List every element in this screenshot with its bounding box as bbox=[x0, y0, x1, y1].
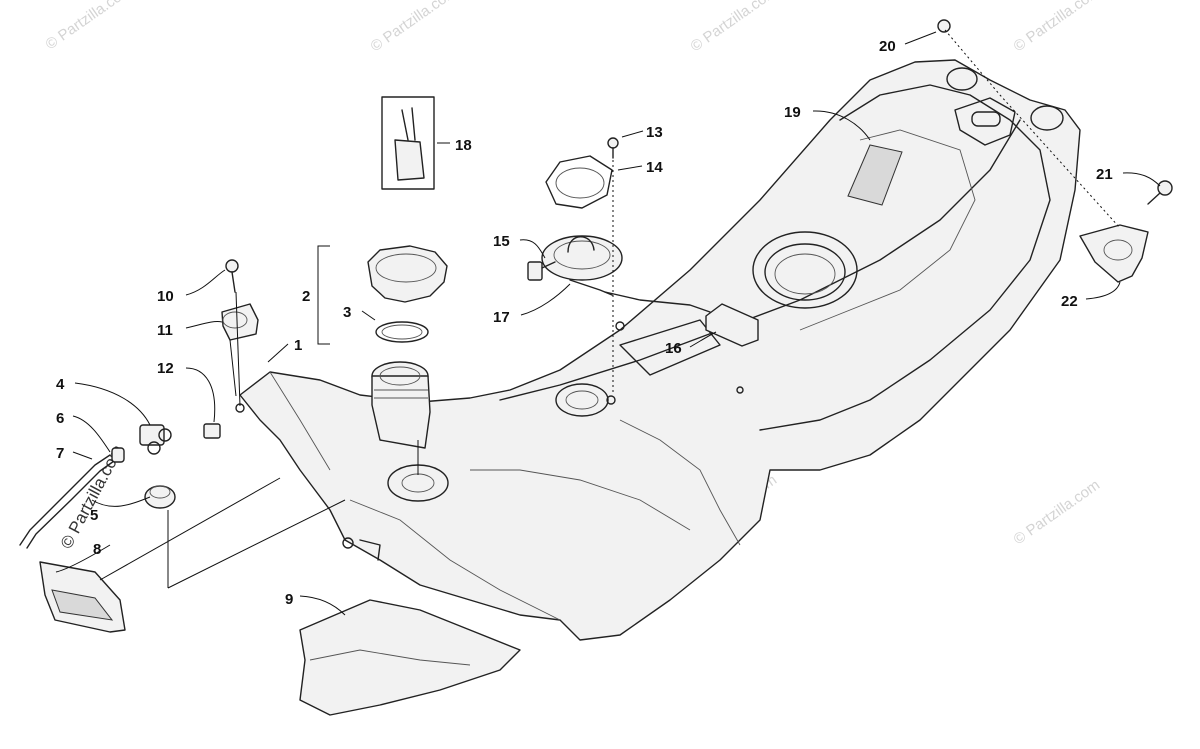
callout-6: 6 bbox=[56, 410, 64, 427]
watermark: © Partzilla.com bbox=[43, 0, 136, 53]
part-4-vent-valve bbox=[139, 424, 172, 455]
part-7-vent-hose bbox=[19, 454, 111, 546]
callout-1: 1 bbox=[294, 337, 302, 354]
callout-13: 13 bbox=[646, 124, 663, 141]
part-15-fuel-pump bbox=[527, 235, 623, 281]
filler-neck bbox=[371, 361, 431, 449]
part-21-bolt bbox=[1147, 180, 1173, 205]
part-10-screw bbox=[225, 259, 239, 293]
callout-2: 2 bbox=[302, 288, 310, 305]
callout-21: 21 bbox=[1096, 166, 1113, 183]
watermark: © Partzilla.com bbox=[1011, 476, 1104, 548]
watermark: © Partzilla.com bbox=[368, 0, 461, 55]
callout-10: 10 bbox=[157, 288, 174, 305]
callout-16: 16 bbox=[665, 340, 682, 357]
part-18-inset bbox=[381, 96, 435, 190]
callout-15: 15 bbox=[493, 233, 510, 250]
callout-17: 17 bbox=[493, 309, 510, 326]
part-11-clip bbox=[221, 303, 259, 341]
watermark: © Partzilla.com bbox=[688, 0, 781, 55]
part-6-fitting bbox=[111, 447, 125, 463]
part-12-clip bbox=[203, 423, 221, 439]
leader-lines bbox=[55, 29, 1161, 616]
part-16-sensor-harness bbox=[604, 291, 759, 347]
part-14-gasket bbox=[545, 155, 613, 209]
callout-18: 18 bbox=[455, 137, 472, 154]
callout-14: 14 bbox=[646, 159, 663, 176]
callout-4: 4 bbox=[56, 376, 65, 393]
callout-labels: 1 2 3 4 5 6 7 8 9 10 11 12 13 14 15 16 1… bbox=[56, 38, 1113, 608]
callout-3: 3 bbox=[343, 304, 351, 321]
part-3-o-ring bbox=[375, 321, 429, 343]
callout-22: 22 bbox=[1061, 293, 1078, 310]
part-5-grommet bbox=[144, 485, 176, 509]
callout-9: 9 bbox=[285, 591, 293, 608]
callout-12: 12 bbox=[157, 360, 174, 377]
part-2-fuel-cap bbox=[367, 245, 448, 303]
callout-11: 11 bbox=[157, 322, 173, 339]
part-22-bracket bbox=[1079, 224, 1149, 283]
part-9-underbody-shield bbox=[299, 599, 521, 716]
callout-5: 5 bbox=[90, 507, 98, 524]
fuel-tank bbox=[235, 59, 1081, 641]
part-20-screw bbox=[937, 19, 951, 33]
callout-8: 8 bbox=[93, 541, 101, 558]
callout-19: 19 bbox=[784, 104, 801, 121]
callout-7: 7 bbox=[56, 445, 64, 462]
callout-20: 20 bbox=[879, 38, 896, 55]
part-13-screw bbox=[607, 137, 619, 159]
watermark: © Partzilla.com bbox=[1011, 0, 1104, 55]
